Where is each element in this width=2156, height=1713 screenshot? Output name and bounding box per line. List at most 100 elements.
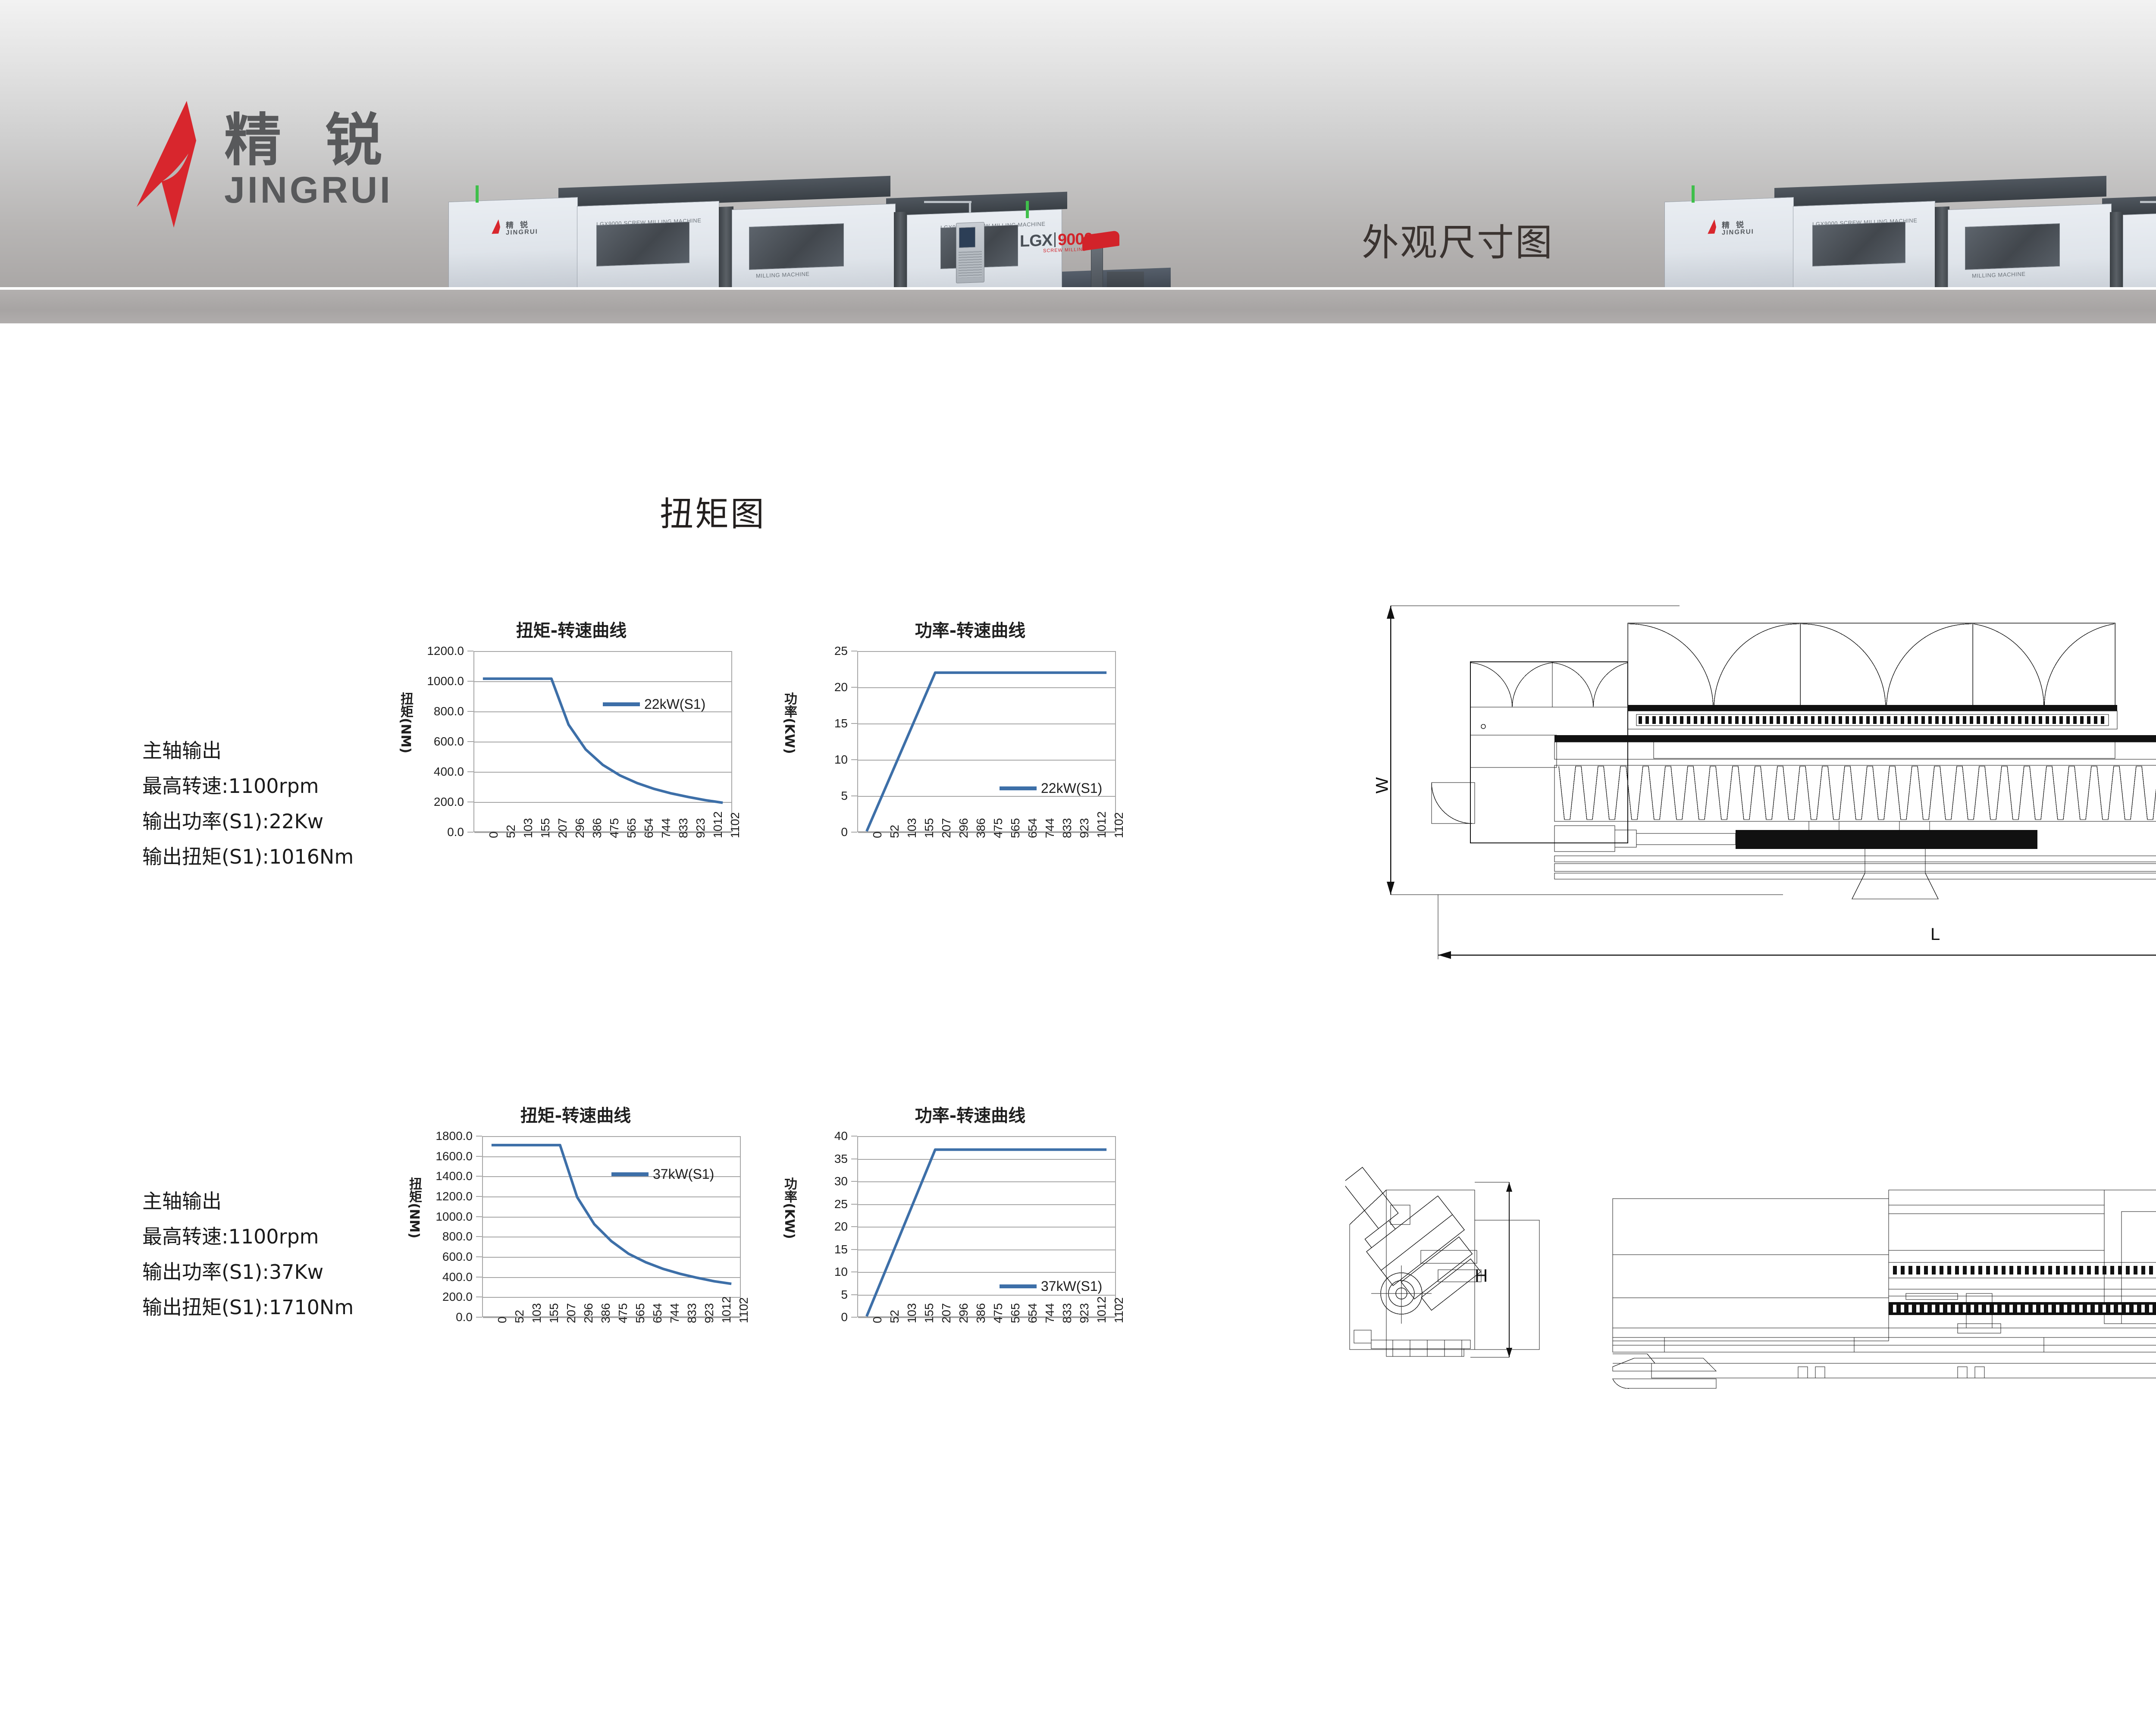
- x-axis-tick-label: 1012: [711, 811, 724, 838]
- y-axis-tick: [851, 759, 857, 760]
- machine-signal-light-icon: [476, 185, 479, 203]
- y-axis-tick: [851, 1317, 857, 1318]
- x-axis-tick-label: 923: [1078, 1303, 1091, 1323]
- y-axis-tick-label: 1200.0: [427, 644, 464, 658]
- cnc-screen: [959, 227, 975, 248]
- x-axis-tick-label: 654: [642, 818, 655, 838]
- legend-swatch: [611, 1172, 649, 1176]
- x-axis-tick-label: 155: [547, 1303, 561, 1323]
- y-axis-tick: [851, 1203, 857, 1205]
- machine-pendant-arm: [2140, 201, 2156, 203]
- machine-render-left: 精 锐 JINGRUI LGX9000 SCREW MILLING MACHIN…: [425, 175, 1175, 287]
- y-axis-tick-label: 25: [834, 644, 848, 658]
- badge-prefix: LGX: [1020, 231, 1053, 251]
- y-axis-tick: [467, 771, 473, 772]
- cnc-keypad[interactable]: [959, 251, 982, 278]
- y-axis-tick: [467, 681, 473, 682]
- machine-panel-logo-en: JINGRUI: [506, 228, 538, 237]
- chart-gridline: [858, 1317, 1115, 1318]
- y-axis-tick-label: 10: [834, 753, 848, 766]
- y-axis-tick-label: 1000.0: [427, 674, 464, 688]
- chart-title: 扭矩-转速曲线: [520, 1106, 631, 1126]
- y-axis-tick-label: 1400.0: [436, 1169, 473, 1183]
- y-axis-tick: [476, 1296, 482, 1298]
- legend-label: 22kW(S1): [644, 696, 706, 712]
- x-axis-tick-label: 1102: [728, 812, 742, 838]
- chart-gridline: [483, 1176, 740, 1177]
- machine-window-1: [596, 222, 689, 266]
- y-axis-tick: [476, 1216, 482, 1217]
- legend-label: 37kW(S1): [653, 1166, 714, 1182]
- machine-logo-icon: [489, 219, 500, 234]
- x-axis-tick-label: 833: [1060, 1303, 1074, 1323]
- x-axis-tick-label: 1012: [1095, 1296, 1108, 1323]
- x-axis-tick-label: 475: [991, 818, 1005, 838]
- chart-legend: 22kW(S1): [1000, 780, 1102, 796]
- y-axis-tick: [476, 1176, 482, 1177]
- chart-gridline: [483, 1297, 740, 1298]
- machine-logo-icon: [1705, 219, 1716, 234]
- x-axis-tick-label: 475: [608, 818, 621, 838]
- x-axis-tick-label: 296: [582, 1303, 595, 1323]
- logo-chinese-name: 精 锐: [224, 107, 394, 174]
- x-axis-tick-label: 833: [1060, 818, 1074, 838]
- y-axis-tick-label: 400.0: [433, 765, 464, 778]
- spec-line-output-power: 输出功率(S1):37Kw: [142, 1260, 324, 1284]
- spec-block-22kw: 主轴输出 最高转速:1100rpm 输出功率(S1):22Kw 输出扭矩(S1)…: [142, 733, 354, 874]
- legend-swatch: [1000, 1284, 1037, 1288]
- x-axis-tick-label: 0: [871, 831, 884, 838]
- x-axis-tick-label: 475: [991, 1303, 1005, 1323]
- chart-gridline: [858, 832, 1115, 833]
- chart-gridline: [858, 1227, 1115, 1228]
- y-axis-tick-label: 15: [834, 1242, 848, 1256]
- machine-post-1: [719, 206, 733, 287]
- chart-series-line: [491, 1143, 732, 1285]
- machine-window-2: [749, 223, 844, 270]
- chart-gridline: [474, 651, 731, 652]
- machine-cabinet-front: [1664, 197, 1794, 287]
- x-axis-tick-label: 386: [599, 1303, 612, 1323]
- y-axis-tick: [467, 711, 473, 712]
- chart-series-line: [865, 1148, 1107, 1317]
- machine-signal-light-2-icon: [1026, 201, 1029, 218]
- spec-line-output-power: 输出功率(S1):22Kw: [142, 810, 324, 833]
- y-axis-tick-label: 20: [834, 1220, 848, 1233]
- chart-gridline: [858, 796, 1115, 797]
- y-axis-tick: [851, 1271, 857, 1272]
- x-axis-tick-label: 565: [625, 818, 638, 838]
- y-axis-tick-label: 800.0: [433, 705, 464, 718]
- x-axis-tick-label: 0: [871, 1316, 884, 1323]
- chart-gridline: [474, 832, 731, 833]
- machine-chip-bin: [1107, 272, 1144, 287]
- x-axis-tick-label: 207: [940, 818, 953, 838]
- dimension-label-length: L: [1930, 925, 1940, 944]
- y-axis-tick-label: 600.0: [442, 1250, 473, 1263]
- header-title: 外观尺寸图: [1362, 221, 1554, 264]
- y-axis-tick-label: 1600.0: [436, 1149, 473, 1163]
- brand-logo: 精 锐 JINGRUI: [136, 99, 399, 229]
- x-axis-tick-label: 1012: [720, 1296, 733, 1323]
- y-axis-tick: [851, 795, 857, 796]
- x-axis-tick-label: 565: [1009, 818, 1022, 838]
- chart-gridline: [483, 1317, 740, 1318]
- y-axis-title: 扭矩(NM): [407, 1177, 422, 1239]
- x-axis-tick-label: 475: [616, 1303, 630, 1323]
- y-axis-tick-label: 5: [841, 1287, 848, 1301]
- y-axis-tick: [467, 832, 473, 833]
- x-axis-tick-label: 155: [539, 818, 552, 838]
- y-axis-title: 扭矩(NM): [398, 692, 413, 754]
- machine-cnc-panel[interactable]: [956, 222, 984, 284]
- x-axis-tick-label: 0: [487, 831, 500, 838]
- chart-gridline: [483, 1196, 740, 1197]
- y-axis-tick: [476, 1156, 482, 1157]
- machine-post-2: [894, 211, 907, 287]
- x-axis-tick-label: 296: [957, 818, 970, 838]
- chart-gridline: [483, 1156, 740, 1157]
- y-axis-tick: [851, 1294, 857, 1295]
- x-axis-tick-label: 386: [974, 1303, 987, 1323]
- y-axis-tick-label: 35: [834, 1152, 848, 1165]
- y-axis-tick-label: 0.0: [447, 825, 464, 839]
- chart-gridline: [858, 1181, 1115, 1182]
- spec-line-output-torque: 输出扭矩(S1):1016Nm: [142, 845, 354, 868]
